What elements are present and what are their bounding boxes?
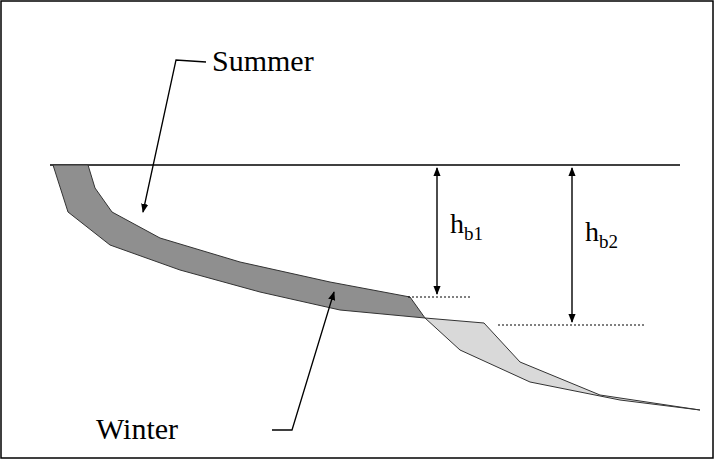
- summer-deposit: [53, 165, 425, 318]
- winter-deposit: [425, 318, 700, 410]
- depth-label: hb1: [450, 204, 483, 245]
- season-label: Winter: [96, 412, 178, 447]
- leader-line: [143, 60, 206, 212]
- water-line: [50, 164, 680, 165]
- depth-arrow: [436, 168, 437, 294]
- dotted-level: [408, 297, 470, 298]
- leader-line: [272, 292, 334, 430]
- depth-label: hb2: [585, 212, 618, 253]
- season-label: Summer: [212, 44, 314, 79]
- depth-arrow: [571, 168, 572, 322]
- dotted-level: [498, 325, 645, 326]
